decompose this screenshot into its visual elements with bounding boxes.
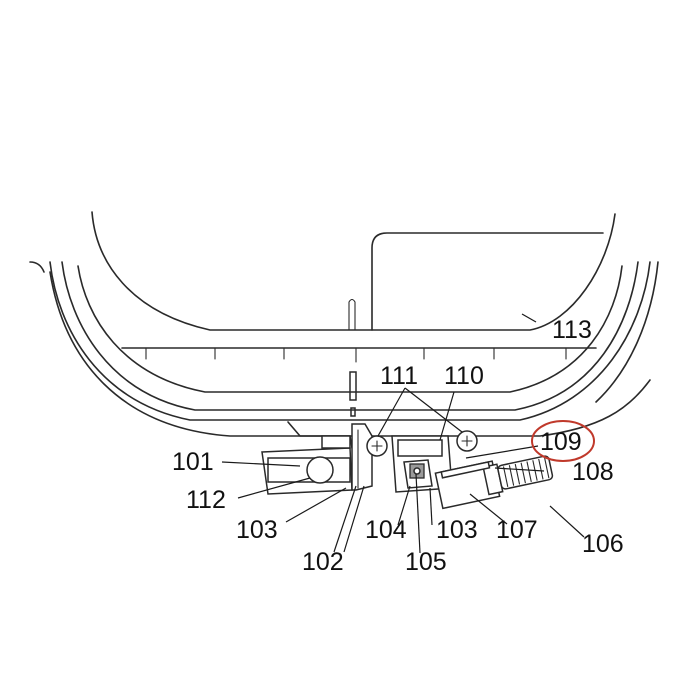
screw-icon [366, 435, 388, 457]
leader-lines [221, 313, 585, 554]
callout-102: 102 [302, 548, 344, 576]
hoop-ring-3 [77, 265, 623, 393]
hoop-outer-right [595, 261, 659, 403]
callout-112: 112 [186, 486, 226, 514]
adjuster-assembly [434, 455, 554, 510]
callout-105: 105 [405, 548, 447, 576]
center-notch-top [348, 298, 356, 331]
center-marker-small [350, 407, 356, 417]
hoop-bottom-edge [49, 271, 651, 437]
callout-106: 106 [582, 530, 624, 558]
clamp-pin [413, 467, 421, 475]
callout-103-left: 103 [236, 516, 278, 544]
adjuster-strip [440, 461, 491, 479]
callout-108: 108 [572, 458, 614, 486]
center-marker [349, 371, 357, 401]
screw-icon [456, 430, 478, 452]
highlight-ring-109 [531, 420, 595, 462]
callout-101: 101 [172, 448, 214, 476]
callout-110: 110 [444, 362, 484, 390]
hoop-outer-left-cap [29, 261, 45, 273]
callout-109: 109 [540, 428, 582, 456]
callout-103-right: 103 [436, 516, 478, 544]
callout-113: 113 [552, 316, 592, 344]
callout-104: 104 [365, 516, 407, 544]
callout-107: 107 [496, 516, 538, 544]
panel-113 [371, 232, 604, 331]
callout-111: 111 [380, 362, 418, 390]
hoop-ring-2 [61, 261, 639, 411]
ruler-ticks [145, 347, 567, 363]
thumb-screw [497, 455, 554, 490]
right-clamp-slot [397, 439, 443, 457]
center-plate [351, 423, 373, 491]
left-clamp-screw-plate [321, 435, 351, 449]
left-clamp-knob [306, 456, 334, 484]
inner-frame-outline [91, 211, 616, 331]
hoop-ring-1 [49, 261, 651, 421]
